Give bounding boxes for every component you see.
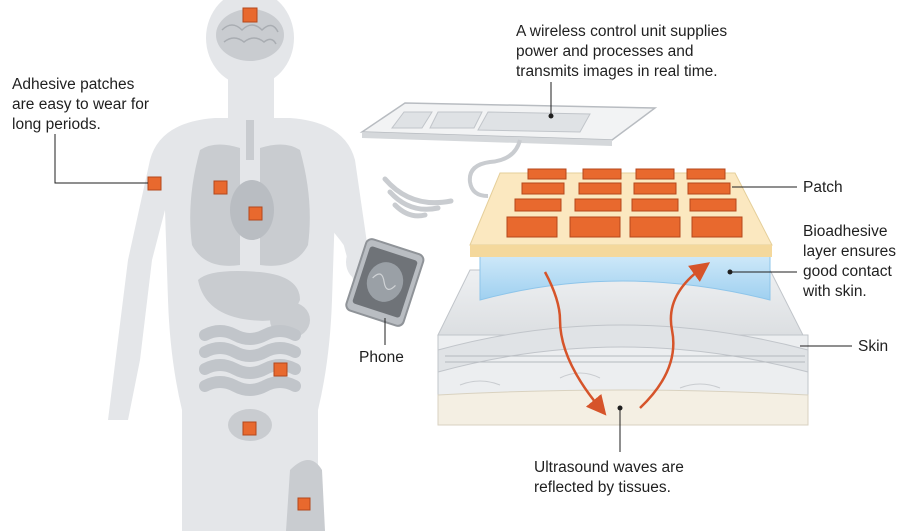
phone <box>345 238 425 327</box>
control-unit <box>359 102 658 198</box>
leader-dot-bioadhesive <box>727 269 733 275</box>
brain <box>216 7 284 61</box>
label-control-unit: A wireless control unit supplies power a… <box>516 23 728 80</box>
abdomen-organs <box>198 271 310 441</box>
leader-adhesive <box>54 134 148 184</box>
tissue-block <box>437 269 809 426</box>
patch-lung <box>213 180 228 195</box>
leader-dot-ultrasound <box>617 405 623 411</box>
label-phone: Phone <box>359 349 404 366</box>
label-bioadhesive: Bioadhesive layer ensures good contact w… <box>803 223 897 300</box>
patch-abdomen <box>273 362 288 377</box>
patch-heart <box>248 206 263 221</box>
transducer-array <box>506 168 743 238</box>
lungs <box>190 144 310 266</box>
label-ultrasound: Ultrasound waves are reflected by tissue… <box>534 459 684 496</box>
label-patch: Patch <box>803 179 843 196</box>
patch-bladder <box>242 421 257 436</box>
label-skin: Skin <box>858 338 889 355</box>
bioadhesive-layer <box>479 244 771 301</box>
ultrasound-waves <box>543 262 711 416</box>
thigh-muscle <box>286 460 325 531</box>
patch-thigh <box>297 497 311 511</box>
leader-dot-control <box>548 113 554 119</box>
patch-arm <box>147 176 162 191</box>
wireless-signal-icon <box>382 176 454 219</box>
label-adhesive-patches: Adhesive patches are easy to wear for lo… <box>12 76 149 133</box>
trachea <box>246 120 254 160</box>
